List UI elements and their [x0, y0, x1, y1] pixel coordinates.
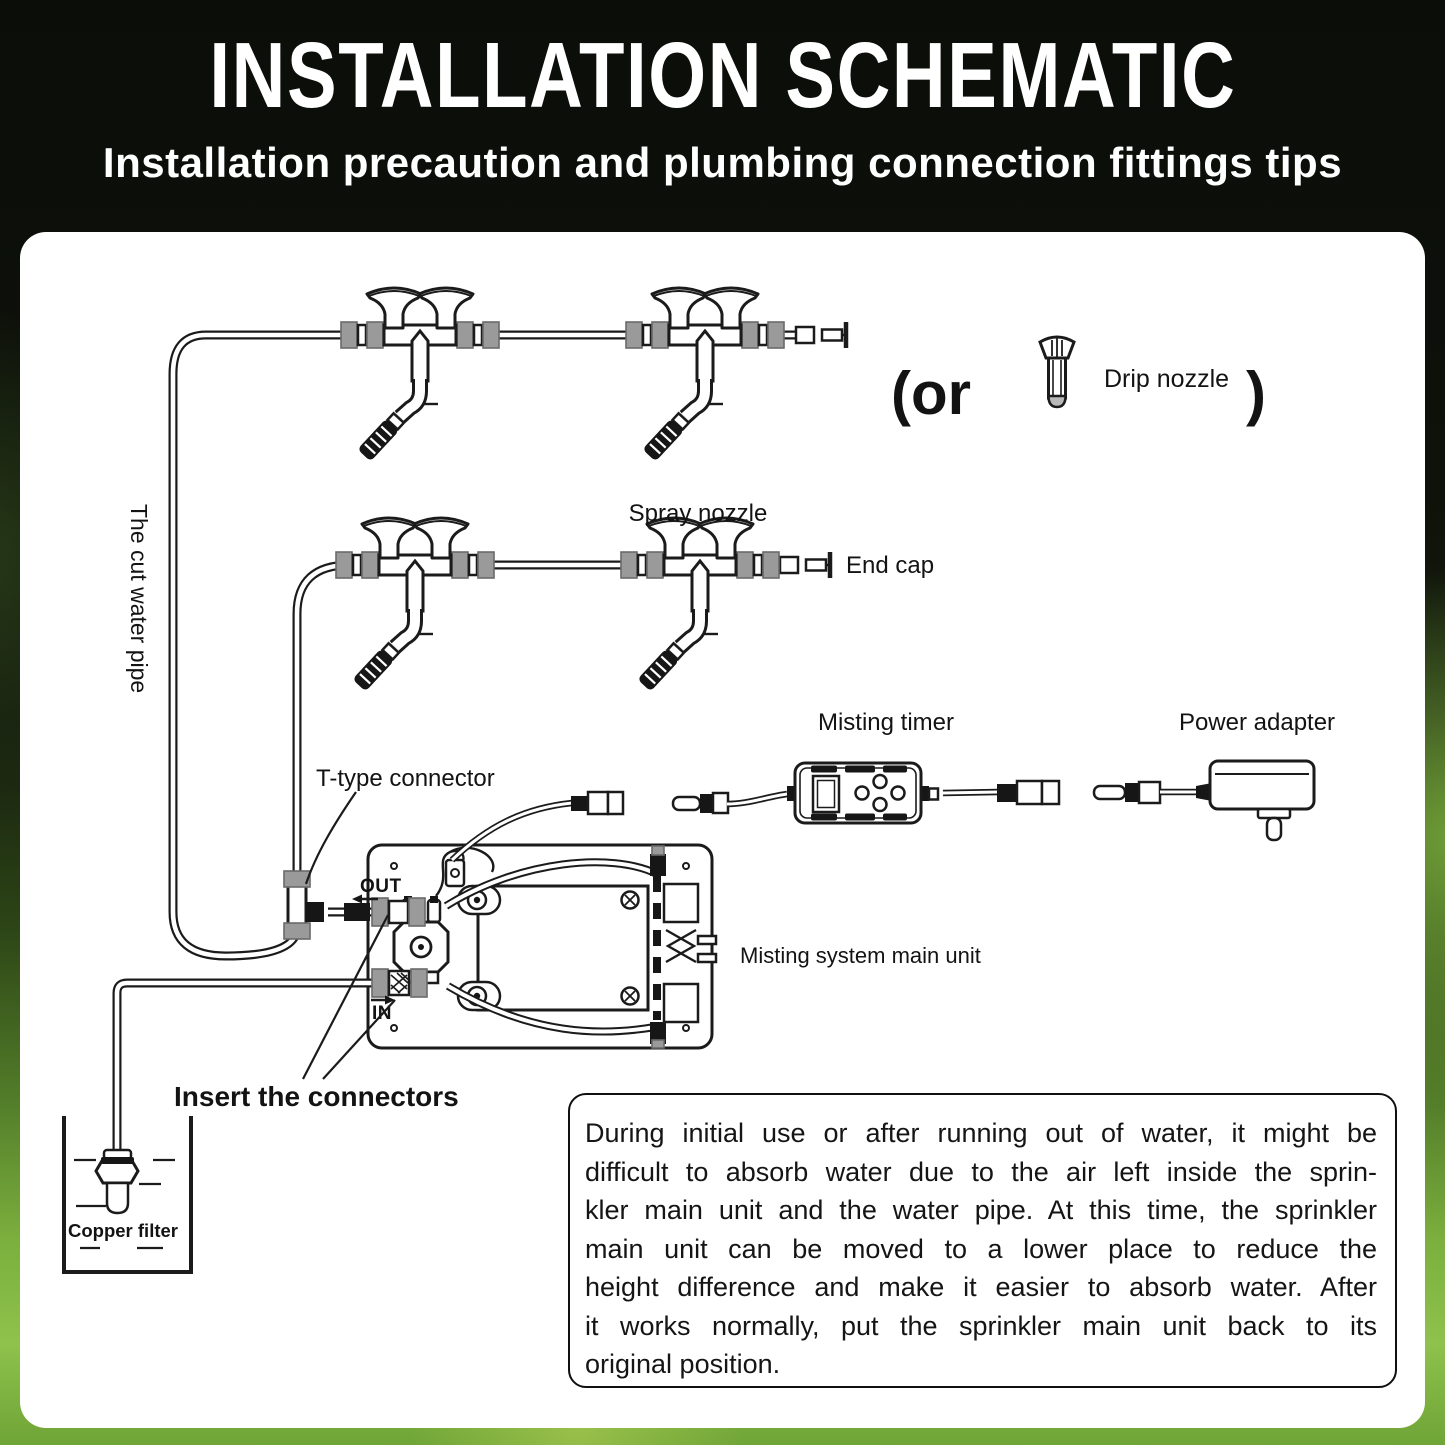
spray-nozzle-assembly	[626, 288, 784, 462]
water-tank: Copper filter	[62, 1116, 193, 1274]
in-arrow-icon	[385, 995, 395, 1005]
cut-water-pipe-label: The cut water pipe	[126, 504, 152, 693]
end-cap-top-row	[796, 322, 846, 348]
note-line: main unit can be moved to a lower place …	[585, 1233, 1377, 1264]
note-line: height difference and make it easier to …	[585, 1272, 1377, 1302]
or-close-text: )	[1246, 360, 1266, 427]
out-connector	[371, 897, 426, 927]
cable-plug-female	[997, 779, 1061, 806]
dc-plug	[1092, 780, 1162, 805]
spray-nozzle-assembly	[621, 518, 779, 692]
power-chain	[449, 759, 1316, 863]
drip-nozzle-icon	[1038, 335, 1076, 409]
timer-button	[890, 785, 906, 801]
end-cap-second-row	[780, 552, 830, 578]
adapter-plug-prong	[1265, 816, 1283, 842]
note-line: original position.	[585, 1349, 781, 1379]
note-line: difficult to absorb water due to the air…	[585, 1156, 1377, 1187]
insert-leader-line	[322, 999, 396, 1080]
drip-nozzle-label: Drip nozzle	[1104, 365, 1229, 393]
or-open-text: (or	[891, 360, 971, 427]
wire-clamp	[444, 858, 466, 888]
end-cap-label: End cap	[846, 552, 934, 579]
spray-nozzle-label: Spray nozzle	[629, 500, 768, 527]
power-adapter-device	[1196, 759, 1316, 842]
insert-leader-line	[302, 914, 389, 1080]
main-unit-label: Misting system main unit	[740, 943, 981, 968]
timer-button	[872, 773, 888, 790]
misting-main-unit: OUT IN	[112, 843, 718, 1153]
timer-button	[854, 785, 870, 801]
spray-nozzle-assembly	[341, 288, 499, 462]
t-type-connector	[283, 870, 324, 940]
cut-water-pipe-loop	[168, 330, 796, 961]
cable-plug-female	[571, 790, 625, 816]
out-arrow-icon	[352, 894, 362, 904]
pump-head-manifold	[650, 845, 718, 1049]
page-title: INSTALLATION SCHEMATIC	[208, 23, 1237, 127]
t-type-connector-label: T-type connector	[316, 765, 495, 792]
misting-timer-label: Misting timer	[818, 709, 954, 736]
t-type-leader-line	[304, 791, 357, 885]
timer-button	[872, 796, 888, 813]
in-connector	[371, 968, 428, 998]
note-line: During initial use or after running out …	[585, 1118, 1377, 1148]
copper-filter	[94, 1148, 140, 1215]
page-subtitle: Installation precaution and plumbing con…	[102, 138, 1343, 186]
misting-timer-device	[787, 761, 940, 825]
note-line: kler main unit and the water pipe. At th…	[585, 1195, 1377, 1225]
copper-filter-label: Copper filter	[68, 1220, 178, 1241]
note-line: it works normally, put the sprinkler mai…	[585, 1310, 1377, 1341]
cable-plug-male	[671, 791, 730, 815]
power-adapter-label: Power adapter	[1179, 709, 1335, 736]
pump-motor	[456, 884, 650, 1012]
out-port-label: OUT	[360, 876, 402, 897]
insert-connectors-label: Insert the connectors	[174, 1081, 459, 1112]
precaution-note-box: During initial use or after running out …	[568, 1093, 1397, 1388]
water-level-marks	[74, 1158, 175, 1250]
spray-nozzle-assembly	[336, 518, 494, 692]
header: INSTALLATION SCHEMATIC Installation prec…	[0, 0, 1445, 232]
